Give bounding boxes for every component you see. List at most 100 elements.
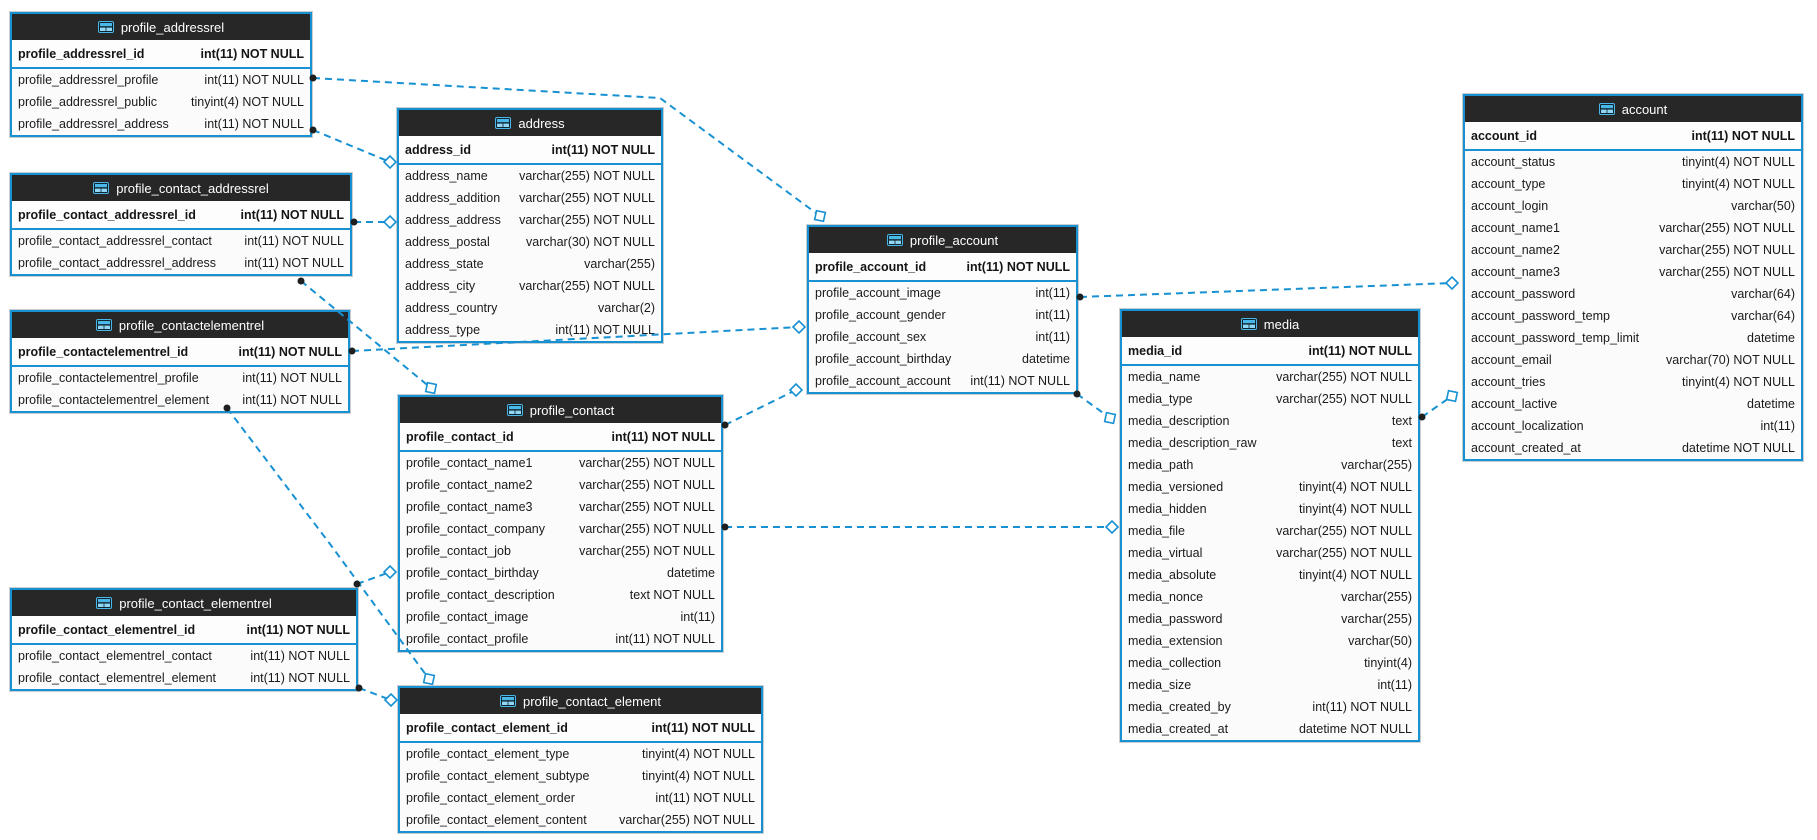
column-name: profile_account_account: [815, 374, 951, 388]
table-icon: [886, 234, 903, 246]
table-header[interactable]: account: [1465, 96, 1801, 122]
column-type: int(11) NOT NULL: [966, 259, 1070, 274]
table-header[interactable]: address: [399, 110, 661, 136]
table-header[interactable]: profile_contact_element: [400, 688, 761, 714]
table-header[interactable]: media: [1122, 311, 1418, 337]
table-header[interactable]: profile_contact: [400, 397, 721, 423]
table-header[interactable]: profile_addressrel: [12, 14, 310, 40]
column-name: media_versioned: [1128, 480, 1224, 494]
table-header[interactable]: profile_contact_addressrel: [12, 175, 350, 201]
table-header[interactable]: profile_contactelementrel: [12, 312, 348, 338]
table-header[interactable]: profile_account: [809, 227, 1076, 253]
table-header[interactable]: profile_contact_elementrel: [12, 590, 356, 616]
